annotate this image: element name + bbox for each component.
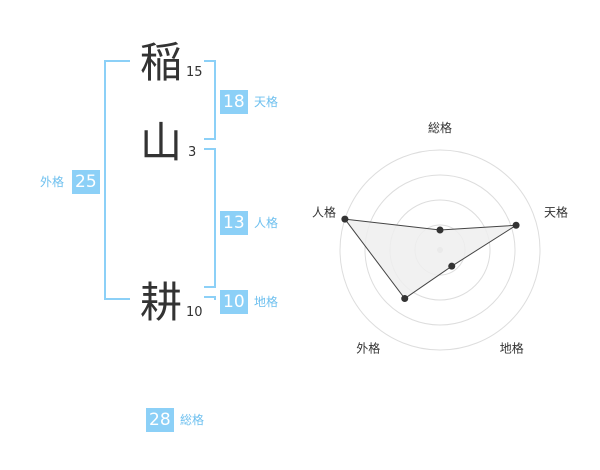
name-char-3: 耕 <box>140 278 183 327</box>
radar-point-2 <box>512 221 520 229</box>
sou-label: 総格 <box>180 413 205 427</box>
name-char-1: 稲 <box>140 38 183 87</box>
radar-ring <box>364 174 516 326</box>
outer-bracket <box>104 60 130 300</box>
radar-axis-label-2: 天格 <box>544 204 568 219</box>
gai-label: 外格 <box>40 175 65 189</box>
jin-bracket <box>204 148 216 288</box>
stroke-count-3: 10 <box>186 305 203 320</box>
ten-label: 天格 <box>254 95 279 109</box>
chi-label: 地格 <box>254 295 279 309</box>
radar-ring <box>339 149 541 351</box>
gai-value-badge: 25 <box>72 170 100 194</box>
stroke-count-2: 3 <box>188 145 197 160</box>
radar-points <box>341 215 520 303</box>
radar-point-5 <box>341 215 349 223</box>
jin-label: 人格 <box>254 216 279 230</box>
radar-axis-label-1: 総格 <box>428 120 452 135</box>
sou-value-badge: 28 <box>146 408 174 432</box>
radar-axis-label-3: 地格 <box>500 341 524 356</box>
radar-point-1 <box>436 226 444 234</box>
radar-point-3 <box>448 262 456 270</box>
jin-value-badge: 13 <box>220 211 248 235</box>
stroke-count-1: 15 <box>186 65 203 80</box>
ten-bracket <box>204 60 216 140</box>
radar-grid <box>339 149 541 351</box>
name-char-2: 山 <box>140 118 183 167</box>
radar-axis-label-5: 人格 <box>312 204 336 219</box>
ten-value-badge: 18 <box>220 90 248 114</box>
radar-point-4 <box>401 295 409 303</box>
radar-area <box>343 218 517 300</box>
chi-bracket <box>204 296 216 300</box>
chi-value-badge: 10 <box>220 290 248 314</box>
radar-axis-label-4: 外格 <box>356 341 380 356</box>
